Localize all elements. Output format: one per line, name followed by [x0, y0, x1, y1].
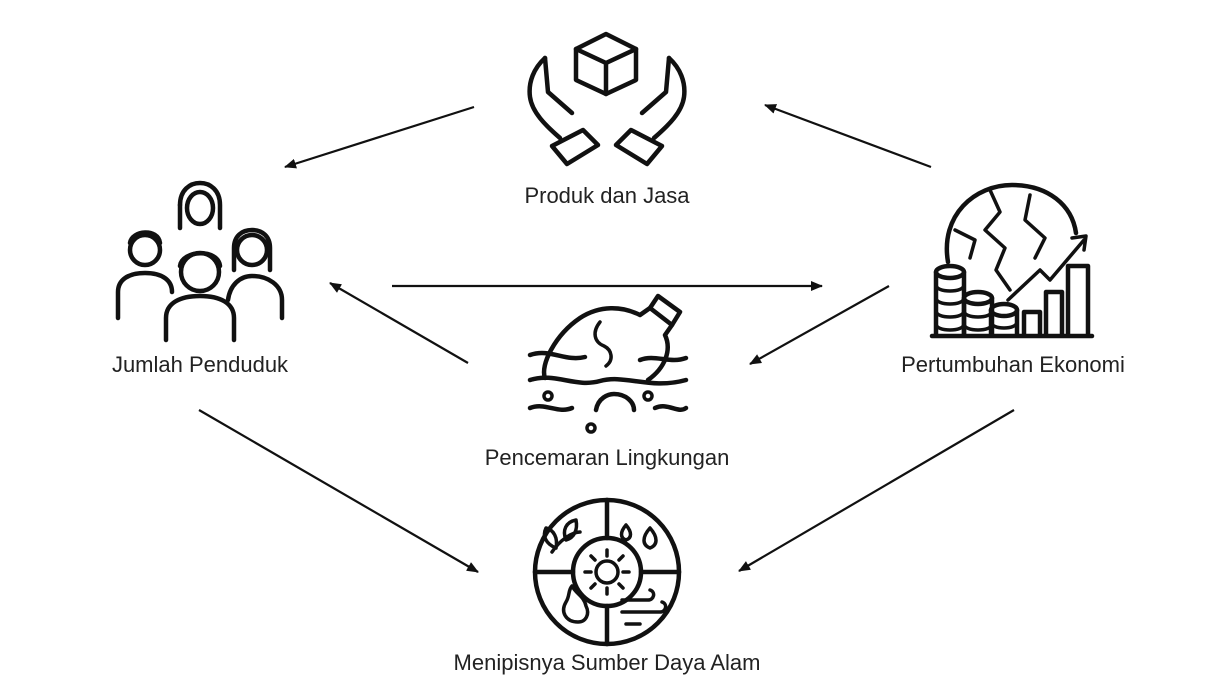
coin-stacks — [933, 263, 1020, 337]
node-ekonomi: Pertumbuhan Ekonomi — [901, 182, 1125, 377]
edge-jumlah-to-sumber — [198, 409, 479, 573]
natural-resources-circle-icon — [532, 497, 682, 647]
node-label-ekonomi: Pertumbuhan Ekonomi — [901, 352, 1125, 377]
edge-pencemaran-to-jumlah — [329, 282, 469, 364]
node-label-produk: Produk dan Jasa — [524, 183, 690, 208]
node-label-jumlah: Jumlah Penduduk — [112, 352, 289, 377]
edge-ekonomi-to-produk — [764, 103, 932, 169]
globe-growth-chart-icon — [929, 182, 1095, 339]
edge-produk-to-jumlah — [284, 105, 475, 169]
node-produk: Produk dan Jasa — [524, 31, 690, 208]
node-jumlah: Jumlah Penduduk — [112, 180, 289, 377]
hands-box-icon — [527, 31, 687, 167]
node-label-sumber: Menipisnya Sumber Daya Alam — [454, 650, 761, 675]
node-label-pencemaran: Pencemaran Lingkungan — [485, 445, 730, 470]
people-group-icon — [115, 180, 285, 343]
edge-ekonomi-to-sumber — [738, 409, 1015, 572]
edge-ekonomi-to-pencemaran — [749, 285, 890, 365]
polluted-bottle-water-icon — [527, 293, 689, 434]
node-pencemaran: Pencemaran Lingkungan — [485, 293, 730, 470]
edges-layer — [198, 103, 1015, 573]
node-sumber: Menipisnya Sumber Daya Alam — [454, 497, 761, 675]
